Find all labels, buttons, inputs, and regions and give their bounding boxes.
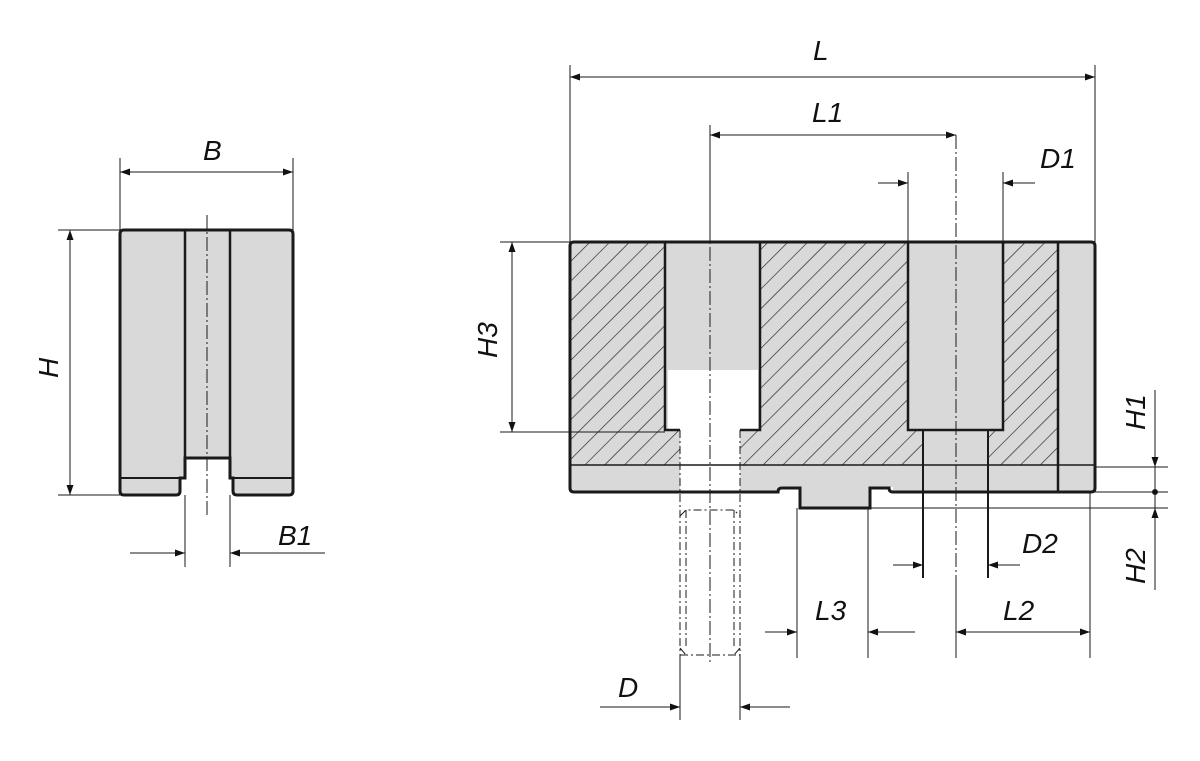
section-view: [500, 65, 1168, 720]
label-H3: H3: [472, 322, 503, 358]
label-B: B: [203, 135, 222, 166]
label-H1: H1: [1120, 394, 1151, 430]
label-H2: H2: [1120, 548, 1151, 584]
label-L2: L2: [1003, 595, 1035, 626]
label-L3: L3: [815, 595, 847, 626]
label-D1: D1: [1040, 143, 1076, 174]
side-view: [58, 158, 325, 567]
label-L1: L1: [812, 97, 843, 128]
label-D: D: [618, 672, 638, 703]
label-B1: B1: [278, 520, 312, 551]
label-D2: D2: [1022, 528, 1058, 559]
label-H: H: [33, 357, 64, 378]
label-L: L: [813, 35, 829, 66]
